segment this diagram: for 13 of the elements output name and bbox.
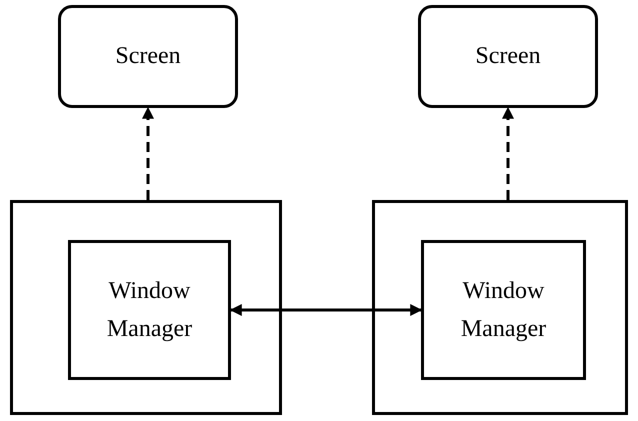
arrow (230, 304, 422, 316)
node-label: Screen (474, 42, 542, 72)
arrow (502, 106, 514, 200)
process-box (421, 240, 586, 380)
arrow (142, 106, 154, 200)
node-label: Window Manager (460, 276, 548, 344)
container-box (372, 200, 628, 415)
node-label: Window Manager (106, 276, 194, 344)
process-box (58, 5, 238, 108)
container-box (10, 200, 282, 415)
node-label: Screen (114, 42, 182, 72)
process-box (68, 240, 231, 380)
process-box (418, 5, 598, 108)
